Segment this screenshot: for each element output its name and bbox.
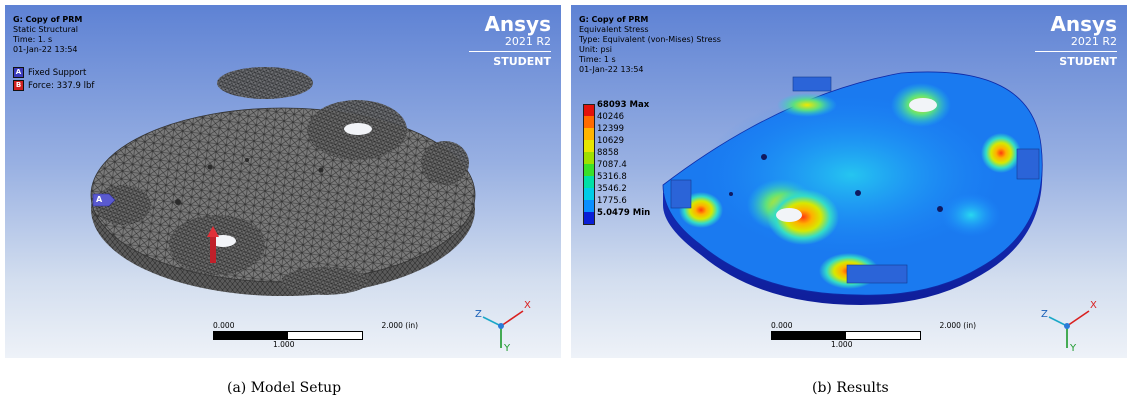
result-unit: Unit: psi bbox=[579, 45, 612, 54]
results-info-header: G: Copy of PRM Equivalent Stress Type: E… bbox=[579, 15, 721, 75]
axis-triad[interactable]: X Z Y bbox=[471, 293, 531, 355]
result-date: 01-Jan-22 13:54 bbox=[579, 65, 644, 74]
analysis-type: Static Structural bbox=[13, 25, 79, 34]
analysis-title: G: Copy of PRM bbox=[579, 15, 649, 24]
logo-divider bbox=[1035, 51, 1117, 52]
scale-bar-graphic bbox=[213, 331, 363, 340]
bc-fixed-support[interactable]: A Fixed Support bbox=[13, 67, 94, 78]
mesh-model-view[interactable] bbox=[5, 5, 561, 358]
fixed-support-marker-label: A bbox=[96, 195, 103, 204]
result-type: Type: Equivalent (von-Mises) Stress bbox=[579, 35, 721, 44]
result-time: Time: 1 s bbox=[579, 55, 616, 64]
scale-bar: 0.000 2.000 (in) 1.000 bbox=[213, 321, 418, 351]
bc-label-fixed-support: Fixed Support bbox=[28, 67, 87, 78]
scale-mid-label: 1.000 bbox=[273, 340, 295, 349]
scale-bar-graphic bbox=[771, 331, 921, 340]
brand-edition: STUDENT bbox=[1059, 55, 1117, 68]
brand-edition: STUDENT bbox=[493, 55, 551, 68]
plate-top bbox=[90, 107, 476, 283]
brand-version: 2021 R2 bbox=[1070, 35, 1117, 48]
axis-y-label: Y bbox=[503, 343, 511, 354]
caption-b: (b) Results bbox=[812, 380, 889, 396]
result-name: Equivalent Stress bbox=[579, 25, 649, 34]
axis-x-label: X bbox=[1090, 300, 1097, 311]
brand-version: 2021 R2 bbox=[504, 35, 551, 48]
bc-key-b: B bbox=[13, 80, 24, 91]
results-viewport[interactable]: G: Copy of PRM Equivalent Stress Type: E… bbox=[571, 5, 1127, 358]
axis-y-label: Y bbox=[1069, 343, 1077, 354]
stress-contour-view[interactable] bbox=[571, 5, 1127, 358]
brand-name: Ansys bbox=[1050, 12, 1117, 36]
scale-bar: 0.000 2.000 (in) 1.000 bbox=[771, 321, 976, 351]
ansys-logo: Ansys 2021 R2 STUDENT bbox=[1035, 13, 1117, 68]
analysis-time: Time: 1. s bbox=[13, 35, 53, 44]
model-setup-viewport[interactable]: A G: Copy of PRM Static Structural Time:… bbox=[5, 5, 561, 358]
scale-right-label: 2.000 (in) bbox=[381, 321, 418, 330]
axis-triad[interactable]: X Z Y bbox=[1037, 293, 1097, 355]
scale-mid-label: 1.000 bbox=[831, 340, 853, 349]
model-info-header: G: Copy of PRM Static Structural Time: 1… bbox=[13, 15, 94, 91]
caption-a: (a) Model Setup bbox=[227, 380, 342, 396]
axis-z-label: Z bbox=[475, 309, 482, 320]
ansys-logo: Ansys 2021 R2 STUDENT bbox=[469, 13, 551, 68]
analysis-date: 01-Jan-22 13:54 bbox=[13, 45, 78, 54]
scale-left-label: 0.000 bbox=[771, 321, 793, 330]
scale-left-label: 0.000 bbox=[213, 321, 235, 330]
axis-x-label: X bbox=[524, 300, 531, 311]
bc-force[interactable]: B Force: 337.9 lbf bbox=[13, 80, 94, 91]
bc-label-force: Force: 337.9 lbf bbox=[28, 80, 95, 91]
brand-name: Ansys bbox=[484, 12, 551, 36]
axis-z-label: Z bbox=[1041, 309, 1048, 320]
analysis-title: G: Copy of PRM bbox=[13, 15, 83, 24]
fixed-support-marker bbox=[92, 193, 116, 207]
force-arrow bbox=[207, 226, 219, 263]
bc-key-a: A bbox=[13, 67, 24, 78]
scale-right-label: 2.000 (in) bbox=[939, 321, 976, 330]
logo-divider bbox=[469, 51, 551, 52]
